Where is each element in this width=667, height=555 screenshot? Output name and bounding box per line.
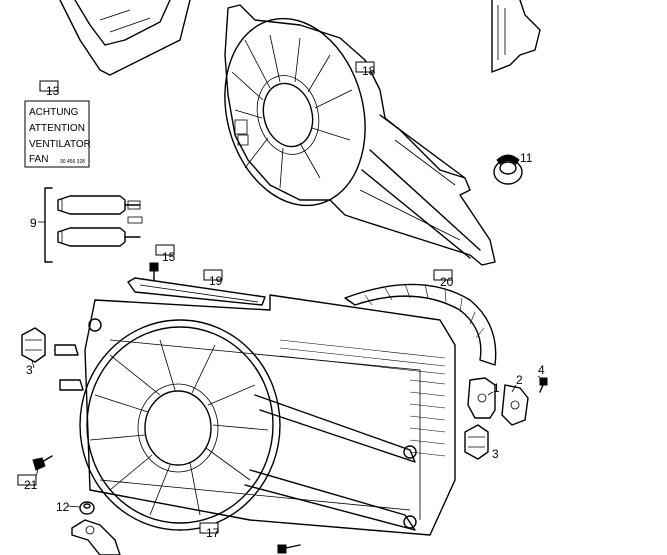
resistor-group <box>38 187 143 263</box>
warning-label-part-number: 90 456 328 <box>60 159 85 165</box>
callout-box-18 <box>355 61 375 73</box>
bracket-1 <box>467 377 496 419</box>
bolt-21 <box>32 455 53 471</box>
top-left-bracket-part <box>59 0 191 76</box>
callout-box-19 <box>203 269 223 281</box>
rubber-mount-right <box>464 424 489 460</box>
leader-lines <box>31 359 544 508</box>
callout-17: 17 <box>206 526 220 540</box>
warning-label-line4: FAN <box>29 154 48 165</box>
callout-4: 4 <box>538 363 545 377</box>
callout-markers: 18 13 11 9 15 19 20 3 4 1 2 3 21 12 17 <box>17 61 545 540</box>
resistor-upper <box>57 195 141 215</box>
screw-15 <box>149 262 159 281</box>
warning-label: ACHTUNG ATTENTION VENTILATOR FAN 90 456 … <box>24 100 91 168</box>
callout-21: 21 <box>24 478 38 492</box>
top-right-trim-part <box>491 0 541 73</box>
bottom-bracket-piece <box>71 519 121 555</box>
callout-3-right: 3 <box>492 447 499 461</box>
callout-18: 18 <box>362 64 376 78</box>
callout-box-17 <box>199 522 219 534</box>
callout-2: 2 <box>516 373 523 387</box>
callout-box-13 <box>39 80 59 92</box>
callout-box-21 <box>17 474 37 486</box>
callout-13: 13 <box>46 84 60 98</box>
rubber-mount-left <box>21 327 46 363</box>
callout-11: 11 <box>520 151 533 165</box>
upper-fan-shroud <box>224 4 496 266</box>
bolt-4 <box>539 377 548 393</box>
callout-box-20 <box>433 269 453 281</box>
callout-box-15 <box>155 244 175 256</box>
bracket-2 <box>501 384 529 426</box>
resistor-lower <box>57 216 143 247</box>
seal-strip <box>127 277 266 306</box>
screw-17 <box>277 544 301 554</box>
fan-blades <box>89 339 269 516</box>
callout-3-left: 3 <box>26 363 33 377</box>
warning-label-line2: ATTENTION <box>29 123 85 134</box>
callout-20: 20 <box>440 275 454 289</box>
clip-12 <box>79 501 95 515</box>
warning-label-line3: VENTILATOR <box>29 139 91 150</box>
callout-19: 19 <box>209 274 223 288</box>
callout-9: 9 <box>30 216 37 230</box>
callout-12: 12 <box>56 500 70 514</box>
radiator-module <box>54 294 456 536</box>
fan-ring <box>344 283 497 366</box>
warning-label-line1: ACHTUNG <box>29 107 79 118</box>
callout-15: 15 <box>162 250 176 264</box>
callout-1: 1 <box>493 381 500 395</box>
rubber-grommet <box>493 154 523 185</box>
